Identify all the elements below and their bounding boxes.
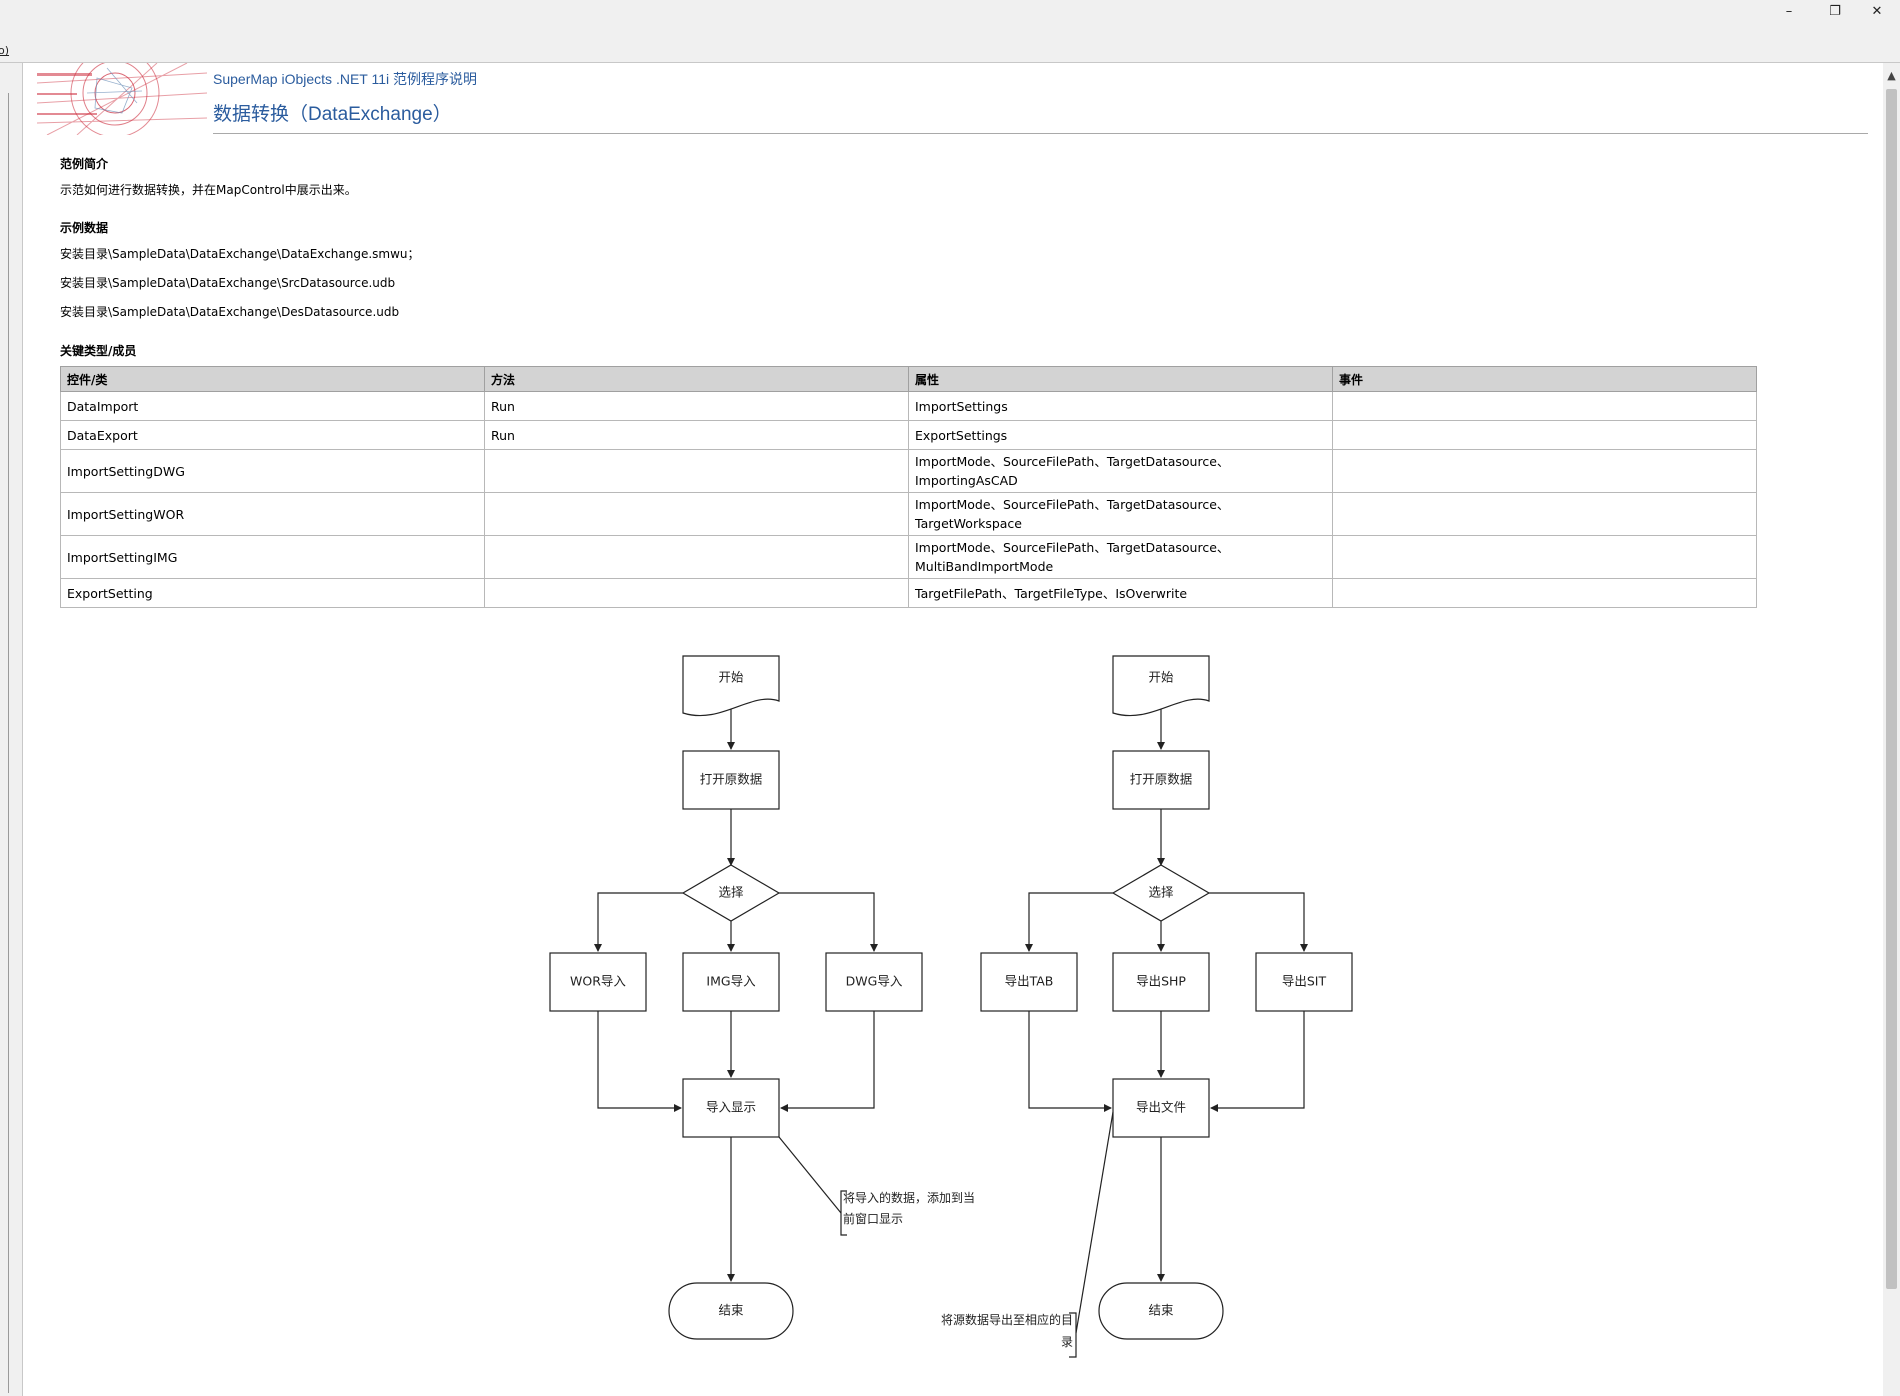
connector-arrow <box>780 1011 875 1112</box>
decision-label: 选择 <box>1148 885 1174 900</box>
table-cell <box>1332 420 1757 450</box>
annotation-text: 前窗口显示 <box>843 1211 903 1226</box>
end-label: 结束 <box>718 1303 744 1318</box>
start-node <box>1112 655 1210 717</box>
process-node <box>1112 750 1210 810</box>
data-line: 安装目录\SampleData\DataExchange\DataExchang… <box>60 247 420 261</box>
option-node <box>1255 952 1353 1012</box>
table-cell <box>484 578 909 608</box>
table-cell <box>484 449 909 493</box>
connector-arrow <box>1028 1011 1112 1112</box>
minimize-icon: – <box>1785 3 1793 19</box>
start-node <box>682 655 780 717</box>
table-cell: Run <box>484 391 909 421</box>
annotation-text: 录 <box>1061 1335 1073 1349</box>
connector-arrow <box>597 1011 682 1112</box>
table-cell: ExportSetting <box>60 578 485 608</box>
column-header: 方法 <box>484 366 909 392</box>
end-node <box>1098 1282 1224 1340</box>
option-node <box>980 952 1078 1012</box>
table-cell: ImportSettingDWG <box>60 449 485 493</box>
option-node <box>1112 952 1210 1012</box>
scroll-thumb[interactable] <box>1886 89 1897 1289</box>
minimize-button[interactable]: – <box>1766 0 1812 22</box>
table-cell: ImportSettings <box>908 391 1333 421</box>
restore-icon: ❐ <box>1829 3 1841 19</box>
start-label: 开始 <box>1148 670 1174 685</box>
data-line: 安装目录\SampleData\DataExchange\DesDatasour… <box>60 305 400 319</box>
document-view: SuperMap iObjects .NET 11i 范例程序说明 数据转换（D… <box>23 63 1883 1396</box>
table-cell: ImportSettingWOR <box>60 492 485 536</box>
table-cell: DataImport <box>60 391 485 421</box>
connector-arrow <box>779 892 878 952</box>
page-title: 数据转换（DataExchange） <box>213 104 452 125</box>
column-header: 事件 <box>1332 366 1757 392</box>
connector-arrow <box>840 1190 847 1236</box>
connector-arrow <box>594 892 683 952</box>
table-row: ExportSetting TargetFilePath、TargetFileTy… <box>60 578 1757 608</box>
option-node <box>825 952 923 1012</box>
close-button[interactable]: ✕ <box>1854 0 1900 22</box>
process-label: 打开原数据 <box>1130 772 1193 787</box>
result-label: 导出文件 <box>1136 1100 1186 1115</box>
table-cell <box>484 535 909 579</box>
process-label: 打开原数据 <box>700 772 763 787</box>
connector-arrow <box>1025 892 1113 952</box>
start-label: 开始 <box>718 670 744 685</box>
menu-bar <box>0 22 1900 63</box>
option-label: WOR导入 <box>570 974 626 989</box>
vertical-scrollbar[interactable]: ▲ <box>1883 63 1900 1396</box>
end-label: 结束 <box>1148 1303 1174 1318</box>
table-cell: TargetFilePath、TargetFileType、IsOverwrit… <box>908 578 1333 608</box>
title-bar: – ❐ ✕ <box>0 0 1900 22</box>
table-cell: ImportSettingIMG <box>60 535 485 579</box>
connector-arrow <box>1075 1111 1114 1334</box>
connector-arrow <box>1210 1011 1305 1112</box>
option-label: 导出TAB <box>1005 974 1054 989</box>
connector-arrow <box>1209 892 1308 952</box>
annotation-text: 将源数据导出至相应的目 <box>941 1312 1073 1327</box>
table-header-row: 控件/类 方法 属性 事件 <box>60 366 1757 392</box>
left-pane <box>0 63 23 1396</box>
restore-button[interactable]: ❐ <box>1812 0 1858 22</box>
table-cell: Run <box>484 420 909 450</box>
header-subtitle: SuperMap iObjects .NET 11i 范例程序说明 <box>213 71 478 87</box>
close-icon: ✕ <box>1871 3 1883 19</box>
option-label: DWG导入 <box>846 974 903 989</box>
members-heading: 关键类型/成员 <box>60 344 137 358</box>
column-header: 控件/类 <box>60 366 485 392</box>
option-node <box>682 952 780 1012</box>
option-label: IMG导入 <box>706 974 756 989</box>
data-heading: 示例数据 <box>60 221 109 235</box>
option-node <box>549 952 647 1012</box>
menu-fragment[interactable]: o) <box>0 44 10 57</box>
connector-arrow <box>778 1136 842 1214</box>
connector-arrow <box>1069 1312 1077 1358</box>
supermap-logo <box>37 63 207 135</box>
table-cell: ImportMode、SourceFilePath、TargetDatasour… <box>908 535 1333 579</box>
annotation-text: 将导入的数据，添加到当 <box>843 1190 975 1205</box>
table-row: ImportSettingIMG ImportMode、SourceFilePat… <box>60 535 1757 579</box>
decision-label: 选择 <box>718 885 744 900</box>
result-label: 导入显示 <box>706 1100 756 1115</box>
scroll-up-icon[interactable]: ▲ <box>1887 68 1896 82</box>
option-label: 导出SHP <box>1136 974 1186 989</box>
intro-text: 示范如何进行数据转换，并在MapControl中展示出来。 <box>60 183 357 197</box>
column-header: 属性 <box>908 366 1333 392</box>
intro-heading: 范例简介 <box>60 157 109 171</box>
table-cell <box>1332 391 1757 421</box>
table-cell <box>1332 578 1757 608</box>
option-label: 导出SIT <box>1282 974 1327 989</box>
end-node <box>668 1282 794 1340</box>
header-divider <box>213 133 1868 134</box>
data-line: 安装目录\SampleData\DataExchange\SrcDatasour… <box>60 276 396 290</box>
